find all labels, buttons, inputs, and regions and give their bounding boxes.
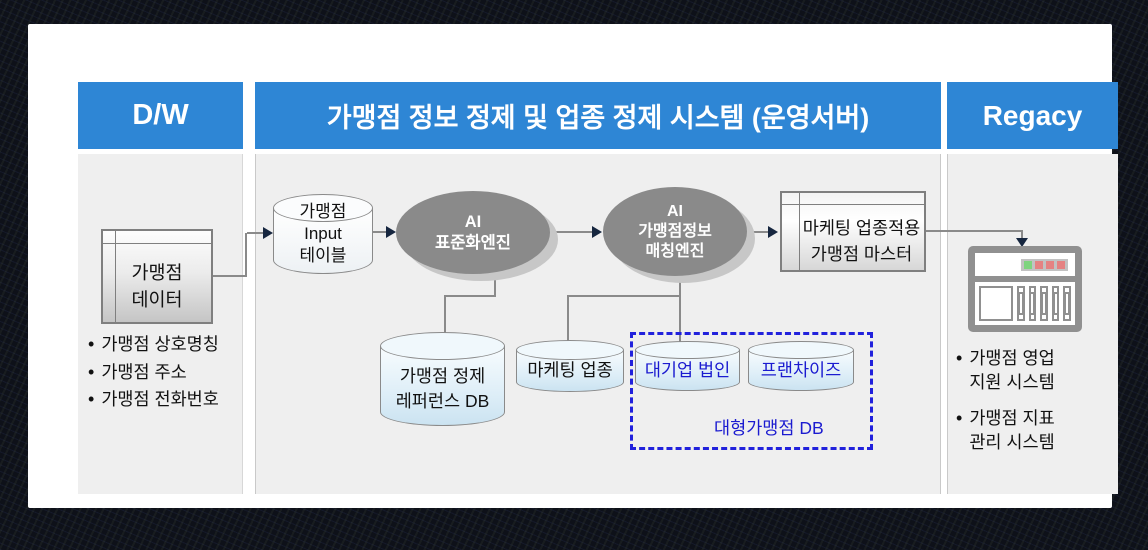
led-red-icon	[1046, 260, 1054, 269]
header-regacy: Regacy	[947, 82, 1118, 149]
table-column-line	[799, 193, 800, 270]
cylinder-top	[516, 340, 624, 360]
drive-bay	[1028, 286, 1037, 321]
table-column-line	[115, 231, 116, 322]
arrowhead-right-icon	[386, 226, 396, 238]
ai-matching-engine: AI 가맹점정보 매칭엔진	[603, 187, 747, 276]
led-red-icon	[1057, 260, 1065, 269]
bullet-text: 가맹점 전화번호	[101, 389, 219, 409]
input-table-cylinder: 가맹점 Input 테이블	[273, 194, 373, 274]
bullet-text: 가맹점 영업 지원 시스템	[969, 348, 1055, 392]
list-item: 가맹점 전화번호	[88, 386, 219, 414]
header-main-system: 가맹점 정보 정제 및 업종 정제 시스템 (운영서버)	[255, 82, 941, 149]
merchant-data-box-label: 가맹점 데이터	[131, 262, 183, 310]
bullet-text: 가맹점 지표 관리 시스템	[969, 408, 1055, 452]
merchant-data-box: 가맹점 데이터	[101, 229, 213, 324]
drive-bay	[1063, 286, 1071, 321]
cylinder-top	[273, 194, 373, 222]
ai-matching-engine-label: AI 가맹점정보 매칭엔진	[638, 202, 712, 260]
line-segment	[373, 231, 387, 233]
led-green-icon	[1024, 260, 1032, 269]
marketing-master-box: 마케팅 업종적용 가맹점 마스터	[780, 191, 926, 272]
reference-db-label: 가맹점 정제 레퍼런스 DB	[395, 366, 490, 411]
large-merchant-db-group-label: 대형가맹점 DB	[714, 418, 824, 438]
drive-bay-large	[979, 286, 1013, 321]
list-item: 가맹점 상호명칭	[88, 331, 219, 359]
slide-background: D/W 가맹점 정보 정제 및 업종 정제 시스템 (운영서버) Regacy	[28, 24, 1118, 508]
drive-bay	[1040, 286, 1048, 321]
header-main-label: 가맹점 정보 정제 및 업종 정제 시스템 (운영서버)	[326, 103, 870, 133]
franchise-db-cylinder: 프랜차이즈	[748, 341, 854, 391]
drive-bay	[1017, 286, 1025, 321]
franchise-db-label: 프랜차이즈	[760, 360, 842, 380]
line-segment	[567, 296, 569, 341]
table-header-line	[103, 243, 211, 244]
line-segment	[567, 295, 681, 297]
line-segment	[213, 275, 246, 277]
line-segment	[747, 231, 769, 233]
list-item: 가맹점 지표 관리 시스템	[956, 406, 1055, 454]
line-segment	[926, 230, 1023, 232]
list-item: 가맹점 영업 지원 시스템	[956, 346, 1055, 394]
server-led-panel	[1021, 258, 1068, 271]
arrowhead-down-icon	[1016, 238, 1028, 247]
reference-db-cylinder: 가맹점 정제 레퍼런스 DB	[380, 332, 505, 426]
line-segment	[679, 279, 681, 342]
line-segment	[245, 233, 247, 277]
line-segment	[444, 295, 496, 297]
list-item: 가맹점 주소	[88, 359, 219, 387]
bullet-text: 가맹점 주소	[101, 361, 187, 382]
arrowhead-right-icon	[592, 226, 602, 238]
marketing-category-db-label: 마케팅 업종	[527, 360, 613, 380]
large-merchant-db-group-box	[630, 332, 873, 450]
arrowhead-right-icon	[263, 227, 273, 239]
line-segment	[247, 232, 264, 234]
dw-bullet-list: 가맹점 상호명칭 가맹점 주소 가맹점 전화번호	[88, 331, 219, 414]
input-table-label: 가맹점 Input 테이블	[299, 202, 347, 265]
ai-standardize-engine: AI 표준화엔진	[396, 191, 550, 274]
bullet-text: 가맹점 상호명칭	[101, 334, 219, 354]
table-header-line	[782, 204, 924, 205]
line-segment	[444, 296, 446, 333]
line-segment	[494, 279, 496, 296]
marketing-category-db-cylinder: 마케팅 업종	[516, 340, 624, 392]
cylinder-top	[380, 332, 505, 360]
corporate-db-label: 대기업 법인	[644, 360, 731, 380]
arrowhead-right-icon	[768, 226, 778, 238]
cylinder-top	[635, 341, 740, 359]
server-icon	[968, 246, 1082, 332]
server-drive-bays	[975, 282, 1075, 325]
drive-bay	[1051, 286, 1060, 321]
header-regacy-label: Regacy	[982, 99, 1083, 131]
marketing-master-box-label: 마케팅 업종적용 가맹점 마스터	[802, 218, 921, 264]
server-top-panel	[975, 253, 1075, 276]
header-dw: D/W	[78, 82, 243, 149]
ai-standardize-engine-label: AI 표준화엔진	[435, 212, 511, 252]
cylinder-top	[748, 341, 854, 359]
corporate-db-cylinder: 대기업 법인	[635, 341, 740, 391]
led-red-icon	[1035, 260, 1043, 269]
cylinder-body	[635, 350, 740, 391]
line-segment	[550, 231, 593, 233]
header-dw-label: D/W	[132, 99, 189, 131]
line-segment	[1021, 232, 1023, 239]
regacy-bullet-list: 가맹점 영업 지원 시스템 가맹점 지표 관리 시스템	[956, 346, 1055, 466]
panel-dw	[78, 154, 243, 494]
